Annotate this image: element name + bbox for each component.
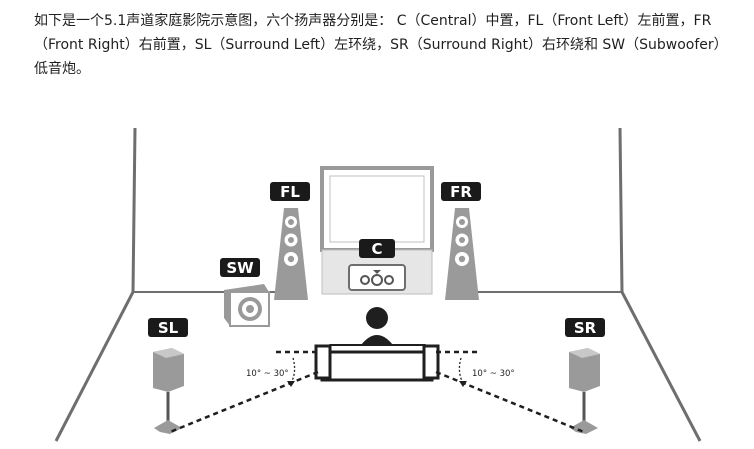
surround-right-speaker bbox=[569, 348, 600, 434]
label-c-text: C bbox=[371, 240, 382, 258]
center-speaker bbox=[348, 264, 406, 291]
label-fr: FR bbox=[441, 182, 481, 201]
intro-paragraph: 如下是一个5.1声道家庭影院示意图，六个扬声器分别是： C（Central）中置… bbox=[34, 13, 721, 77]
surround-left-speaker bbox=[153, 348, 184, 434]
listener-on-sofa bbox=[314, 307, 440, 382]
label-sr: SR bbox=[565, 318, 605, 337]
label-sr-text: SR bbox=[574, 319, 597, 337]
angle-label-right: 10° ~ 30° bbox=[472, 369, 515, 379]
label-sw-text: SW bbox=[226, 259, 254, 277]
label-sw: SW bbox=[220, 258, 260, 277]
angle-guides bbox=[169, 350, 585, 434]
subwoofer-speaker bbox=[224, 284, 270, 327]
label-sl-text: SL bbox=[158, 319, 179, 337]
label-fl: FL bbox=[270, 182, 310, 201]
angle-arrow-left bbox=[287, 381, 295, 387]
label-sl: SL bbox=[148, 318, 188, 337]
angle-arcs bbox=[290, 357, 464, 384]
label-fl-text: FL bbox=[280, 183, 300, 201]
front-left-speaker bbox=[274, 208, 308, 300]
front-right-speaker bbox=[445, 208, 479, 300]
angle-label-left: 10° ~ 30° bbox=[246, 369, 289, 379]
label-fr-text: FR bbox=[450, 183, 472, 201]
angle-arrow-right bbox=[459, 381, 467, 387]
label-c: C bbox=[359, 239, 395, 258]
tv-screen bbox=[320, 166, 434, 295]
